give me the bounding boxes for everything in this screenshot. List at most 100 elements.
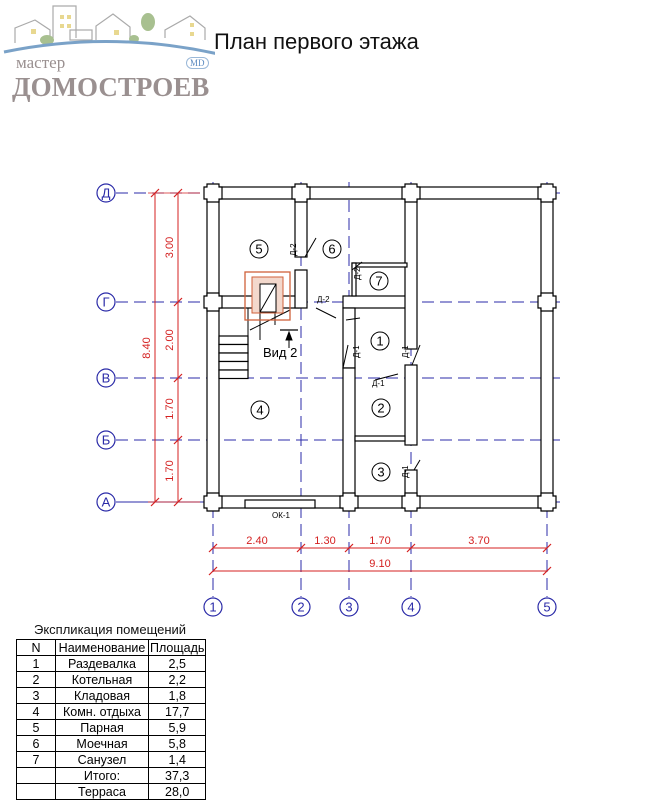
axis-label-col: 3	[345, 600, 352, 615]
room-marker	[371, 462, 391, 482]
door-swing	[304, 237, 317, 258]
walls	[203, 183, 557, 512]
logo-badge: MD	[186, 57, 209, 69]
door-label: Д-1	[352, 345, 361, 358]
explication-title: Экспликация помещений	[34, 622, 187, 637]
door-swing	[413, 459, 421, 471]
wall	[404, 364, 418, 446]
wall-partition	[354, 435, 406, 442]
table-cell: Раздевалка	[55, 655, 149, 672]
log-corner	[537, 292, 557, 312]
dim-tick	[173, 297, 183, 307]
window-label: ОК-1	[272, 511, 291, 520]
table-cell: Котельная	[55, 671, 149, 688]
table-row: Итого:37,3	[16, 767, 207, 784]
dim-text: 1.70	[164, 460, 176, 481]
table-cell: Площадь	[147, 639, 207, 656]
room-marker	[369, 271, 389, 291]
dim-text: 3.70	[468, 535, 489, 547]
room-number: 3	[377, 465, 384, 480]
dim-tick	[542, 543, 552, 553]
dim-tick	[344, 543, 354, 553]
door-label: Д-1	[401, 465, 410, 478]
table-cell: 1	[16, 655, 56, 672]
dim-text: 3.00	[164, 237, 176, 258]
dim-tick	[208, 543, 218, 553]
axis-bubble-col	[401, 597, 421, 617]
log-corner	[401, 183, 421, 203]
axis-label-col: 5	[543, 600, 550, 615]
room-marker	[370, 331, 390, 351]
table-cell: Парная	[55, 719, 149, 736]
table-cell: Терраса	[55, 783, 149, 800]
table-cell: Кладовая	[55, 687, 149, 704]
table-cell	[16, 767, 56, 784]
logo-text-small: мастер	[16, 53, 66, 72]
axis-bubble-row	[96, 183, 116, 203]
dim-text: 2.40	[246, 535, 267, 547]
door-label: Д-2	[353, 267, 362, 280]
table-cell: 3	[16, 687, 56, 704]
table-cell	[16, 783, 56, 800]
log-corner	[537, 492, 557, 512]
table-cell: 28,0	[147, 783, 207, 800]
table-cell: 1,4	[147, 751, 207, 768]
dim-tick	[173, 373, 183, 383]
axis-label-col: 4	[407, 600, 414, 615]
table-cell: N	[16, 639, 56, 656]
stove-diagonal	[259, 283, 277, 313]
axis-bubble-col	[291, 597, 311, 617]
view-arrow-icon	[285, 330, 293, 348]
door-label: Д-2	[317, 295, 330, 304]
door-swing	[342, 344, 349, 369]
log-corner	[203, 183, 223, 203]
axis-bubble-col	[339, 597, 359, 617]
wall-right	[540, 186, 554, 509]
log-corner	[401, 492, 421, 512]
logo	[3, 5, 215, 55]
wall	[342, 367, 356, 497]
dim-tick	[542, 566, 552, 576]
wall	[342, 295, 412, 309]
door-swing	[315, 307, 337, 319]
room-number: 1	[376, 334, 383, 349]
table-cell: Санузел	[55, 751, 149, 768]
window-ok1	[244, 499, 316, 509]
room-number: 4	[256, 403, 263, 418]
table-cell: 4	[16, 703, 56, 720]
door-label: Д-2	[289, 243, 298, 256]
wall	[294, 269, 308, 309]
door-swing	[374, 373, 399, 381]
logo-text-big: ДОМОСТРОЕВ	[12, 72, 210, 102]
table-cell: 5	[16, 719, 56, 736]
table-cell: 6	[16, 735, 56, 752]
room-marker	[322, 239, 342, 259]
room-marker	[249, 239, 269, 259]
stair-step	[218, 343, 249, 354]
door-swing	[411, 344, 421, 366]
dim-text: 9.10	[369, 558, 390, 570]
dim-tick	[173, 497, 183, 507]
dim-text: 8.40	[141, 337, 153, 358]
table-cell: 2,2	[147, 671, 207, 688]
axis-bubble-col	[537, 597, 557, 617]
door-swing	[351, 261, 363, 271]
stove	[244, 271, 291, 321]
room-number: 6	[328, 242, 335, 257]
dim-text: 1.30	[314, 535, 335, 547]
dim-text: 1.70	[164, 398, 176, 419]
axis-bubble-row	[96, 292, 116, 312]
table-cell: 2,5	[147, 655, 207, 672]
table-cell: Наименование	[55, 639, 149, 656]
dim-tick	[406, 543, 416, 553]
